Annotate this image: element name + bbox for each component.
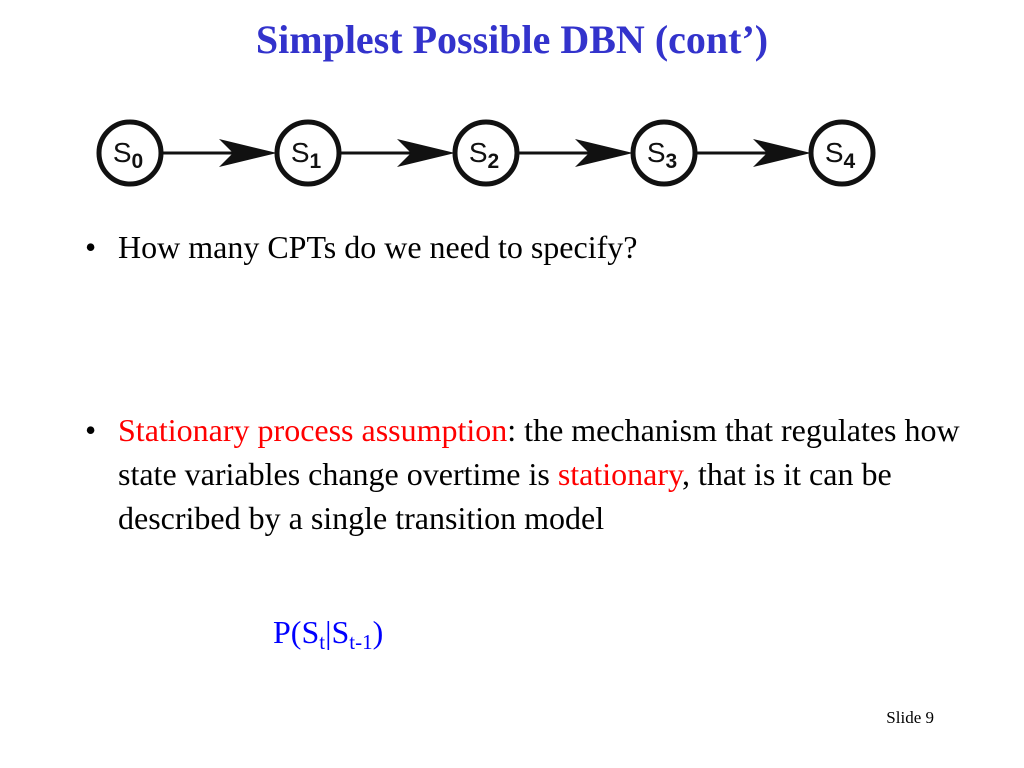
- formula-p-open: P(S: [273, 614, 320, 650]
- bullet-marker: •: [85, 229, 97, 265]
- chain-node: S2: [452, 119, 520, 187]
- bullet-stationary-assumption: • Stationary process assumption: the mec…: [85, 408, 965, 540]
- transition-model-formula: P(St|St-1): [273, 610, 383, 654]
- node-label: S1: [291, 137, 322, 173]
- chain-node: S4: [808, 119, 876, 187]
- term-stationary: stationary: [557, 456, 682, 492]
- edge-arrow: [517, 139, 633, 167]
- definition-rest: , that is it can be described by a singl…: [118, 456, 892, 536]
- edge-arrow: [695, 139, 811, 167]
- slide-number: Slide 9: [886, 708, 934, 727]
- markov-chain-diagram: S0 S1 S2 S3 S4: [96, 119, 876, 187]
- chain-node: S3: [630, 119, 698, 187]
- slide-title: Simplest Possible DBN (cont’): [255, 17, 769, 62]
- bullet-cpts-question: • How many CPTs do we need to specify?: [85, 225, 965, 269]
- formula-sub-t: t: [319, 630, 326, 654]
- bullet-marker: •: [85, 412, 97, 448]
- formula-given: |S: [325, 614, 350, 650]
- bullet-text: How many CPTs do we need to specify?: [118, 229, 638, 265]
- formula-close: ): [372, 614, 384, 650]
- term-stationary-process-assumption: Stationary process assumption: [118, 412, 508, 448]
- chain-node: S0: [96, 119, 164, 187]
- bullet-text: Stationary process assumption: the mecha…: [118, 408, 965, 540]
- definition-text: : the mechanism that regulates how state…: [118, 412, 960, 492]
- formula-sub-t-minus-1: t-1: [349, 630, 373, 654]
- edge-arrow: [161, 139, 277, 167]
- chain-node: S1: [274, 119, 342, 187]
- edge-arrow: [339, 139, 455, 167]
